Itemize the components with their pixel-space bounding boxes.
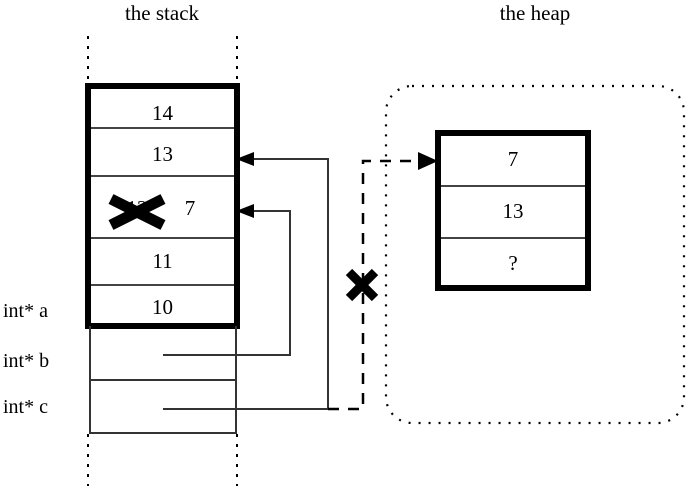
heap-title: the heap <box>499 1 571 25</box>
stack-cell-value-2-annotation: 7 <box>184 196 196 220</box>
heap-block-box <box>435 130 591 291</box>
pointer-var-label-a: int* a <box>3 300 48 322</box>
pointer-c-connector <box>163 158 329 410</box>
pointer-var-label-c: int* c <box>3 396 48 418</box>
pointer-b-connector <box>163 210 291 356</box>
stack-cell-value-1: 13 <box>152 142 173 166</box>
heap-cell-value-2: ? <box>508 251 518 275</box>
pointer-c-arrowhead <box>236 152 254 166</box>
stack-cell-value-0: 14 <box>152 101 173 125</box>
stack-cell-value-2-struck: 12 <box>126 196 148 220</box>
stack-title: the stack <box>124 1 200 25</box>
pointer-var-label-b: int* b <box>3 350 50 372</box>
broken-heap-pointer-arrowhead <box>418 152 438 170</box>
heap-cell-value-1: 13 <box>502 199 524 223</box>
struck-value-x-mark <box>108 194 166 230</box>
stack-cell-value-3: 11 <box>152 249 173 273</box>
stack-cell-value-4: 10 <box>152 295 173 319</box>
pointer-b-arrowhead <box>236 204 254 218</box>
heap-region-boundary <box>384 84 686 425</box>
broken-pointer-x-mark <box>345 268 379 302</box>
heap-cell-value-0: 7 <box>507 147 519 171</box>
broken-heap-pointer-connector <box>328 159 432 411</box>
